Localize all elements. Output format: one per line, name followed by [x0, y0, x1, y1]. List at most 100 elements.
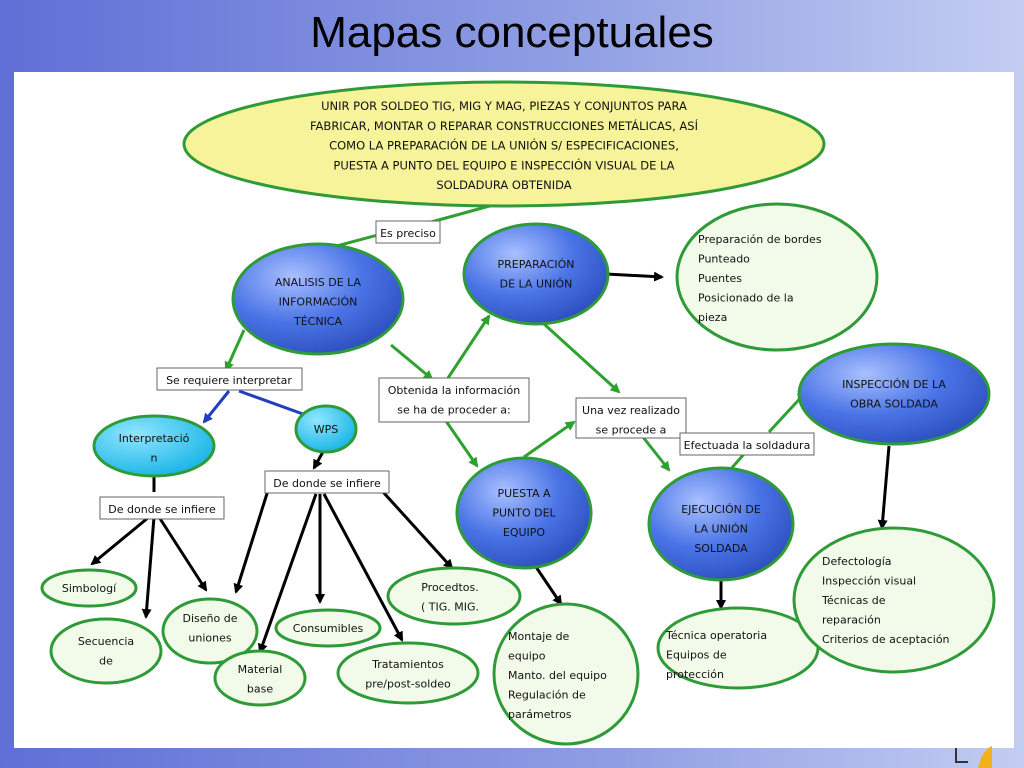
link-efectuada-text-line: Efectuada la soldadura — [684, 439, 811, 452]
arrow-preparacion-to-details — [605, 271, 664, 282]
arrow-serequiere-to-interpretacion — [202, 390, 231, 424]
node-wps-text-line: WPS — [314, 423, 339, 436]
node-analisis-text-line: TÉCNICA — [293, 315, 343, 328]
arrow-puesta-to-montaje — [532, 563, 563, 606]
node-consumibles-text: Consumibles — [293, 622, 364, 635]
node-top-text-line: SOLDADURA OBTENIDA — [436, 178, 571, 192]
node-preparacion-text-line: DE LA UNIÓN — [500, 278, 573, 291]
node-procedtos-text-line: Procedtos. — [421, 581, 479, 594]
arrow-dedonde2-to-procedtos — [372, 480, 454, 570]
node-consumibles: Consumibles — [274, 608, 382, 648]
node-top-text: UNIR POR SOLDEO TIG, MIG Y MAG, PIEZAS Y… — [310, 99, 699, 192]
node-analisis-text-line: INFORMACIÓN — [279, 296, 358, 309]
corner-logo-icon — [955, 746, 992, 768]
node-top-text-line: COMO LA PREPARACIÓN DE LA UNIÓN S/ ESPEC… — [329, 138, 679, 153]
node-wps: WPS — [294, 404, 358, 454]
arrow-dedonde1-to-secuencia — [141, 516, 156, 619]
arrow-analisis-to-serequiere — [224, 329, 246, 372]
node-montaje-text-line: Manto. del equipo — [508, 669, 607, 682]
slide-title: Mapas conceptuales — [310, 8, 714, 57]
link-de-donde-1-text: De donde se infiere — [108, 503, 216, 516]
link-de-donde-2-text-line: De donde se infiere — [273, 477, 381, 490]
node-analisis-text-line: ANALISIS DE LA — [275, 276, 362, 289]
node-tratamientos-text: Tratamientos pre/post-soldeo — [365, 658, 451, 691]
link-se-requiere-text-line: Se requiere interpretar — [166, 374, 292, 387]
link-de-donde-1-text-line: De donde se infiere — [108, 503, 216, 516]
node-top-objective: UNIR POR SOLDEO TIG, MIG Y MAG, PIEZAS Y… — [182, 80, 826, 208]
connectors — [90, 200, 891, 654]
arrow-dedonde1-to-diseno — [157, 516, 208, 592]
link-se-requiere-text: Se requiere interpretar — [166, 374, 292, 387]
node-ejecucion-text: EJECUCIÓN DE LA UNIÓN SOLDADA — [681, 503, 761, 555]
link-efectuada-text: Efectuada la soldadura — [684, 439, 811, 452]
link-de-donde-2: De donde se infiere — [264, 470, 390, 494]
arrow-puesta-to-unavez — [523, 420, 576, 459]
link-de-donde-2-text: De donde se infiere — [273, 477, 381, 490]
node-procedtos-text: Procedtos.( TIG. MIG. — [421, 581, 479, 614]
link-obtenida-text-line: se ha de proceder a: — [397, 404, 510, 417]
node-top-text-line: FABRICAR, MONTAR O REPARAR CONSTRUCCIONE… — [310, 118, 699, 133]
node-simbologia-text-line: Simbologí — [62, 582, 117, 595]
link-se-requiere: Se requiere interpretar — [156, 367, 303, 391]
node-analisis: ANALISIS DE LA INFORMACIÓN TÉCNICA — [231, 242, 405, 356]
arrow-analisis-to-obtenida — [390, 343, 434, 381]
node-simbologia-text: Simbologí — [62, 582, 117, 595]
link-es-preciso-text: Es preciso — [380, 227, 436, 240]
node-montaje-text-line: parámetros — [508, 708, 572, 721]
node-montaje-text-line: equipo — [508, 650, 546, 663]
node-ejecucion-text-line: LA UNIÓN — [694, 523, 748, 536]
node-top-text-line: UNIR POR SOLDEO TIG, MIG Y MAG, PIEZAS Y… — [321, 99, 687, 113]
node-material-text-line: Material — [238, 663, 283, 676]
node-secuencia-text-line: de — [99, 655, 113, 668]
arrow-obtenida-to-preparacion — [446, 314, 491, 379]
node-defecto-text-line: reparación — [822, 614, 881, 627]
node-material-text: Material base — [238, 663, 283, 696]
concept-map: UNIR POR SOLDEO TIG, MIG Y MAG, PIEZAS Y… — [40, 80, 996, 746]
link-de-donde-1: De donde se infiere — [99, 496, 225, 520]
concept-map-canvas: UNIR POR SOLDEO TIG, MIG Y MAG, PIEZAS Y… — [14, 72, 1014, 748]
node-prep-details-text-line: Puentes — [698, 272, 742, 285]
arrow-inspeccion-to-defecto — [877, 445, 891, 530]
node-montaje-text-line: Regulación de — [508, 689, 586, 702]
node-ejecucion: EJECUCIÓN DE LA UNIÓN SOLDADA — [647, 466, 795, 582]
node-tratamientos-text-line: Tratamientos — [371, 658, 444, 671]
node-tratamientos-text-line: pre/post-soldeo — [365, 678, 451, 691]
node-puesta-text-line: PUESTA A — [497, 487, 551, 500]
arrow-serequiere-to-wps — [238, 389, 316, 420]
node-defecto-text-line: Criterios de aceptación — [822, 633, 950, 646]
arrow-dedonde2-to-tratamientos — [322, 493, 404, 642]
node-procedtos: Procedtos.( TIG. MIG. — [386, 566, 522, 626]
node-material-text-line: base — [247, 683, 273, 696]
link-es-preciso: Es preciso — [375, 220, 441, 244]
node-ejecucion-text-line: SOLDADA — [694, 542, 748, 555]
arrow-obtenida-to-puesta — [444, 420, 479, 468]
node-tecnica-text-line: protección — [666, 668, 724, 681]
slide-footer-strip — [0, 748, 1024, 768]
node-ejecucion-text-line: EJECUCIÓN DE — [681, 503, 761, 516]
node-simbologia: Simbologí — [40, 568, 138, 608]
node-prep-details-text-line: Preparación de bordes — [698, 233, 822, 246]
node-prep-details-text-line: Punteado — [698, 253, 750, 266]
node-inspeccion-text-line: OBRA SOLDADA — [850, 398, 938, 411]
